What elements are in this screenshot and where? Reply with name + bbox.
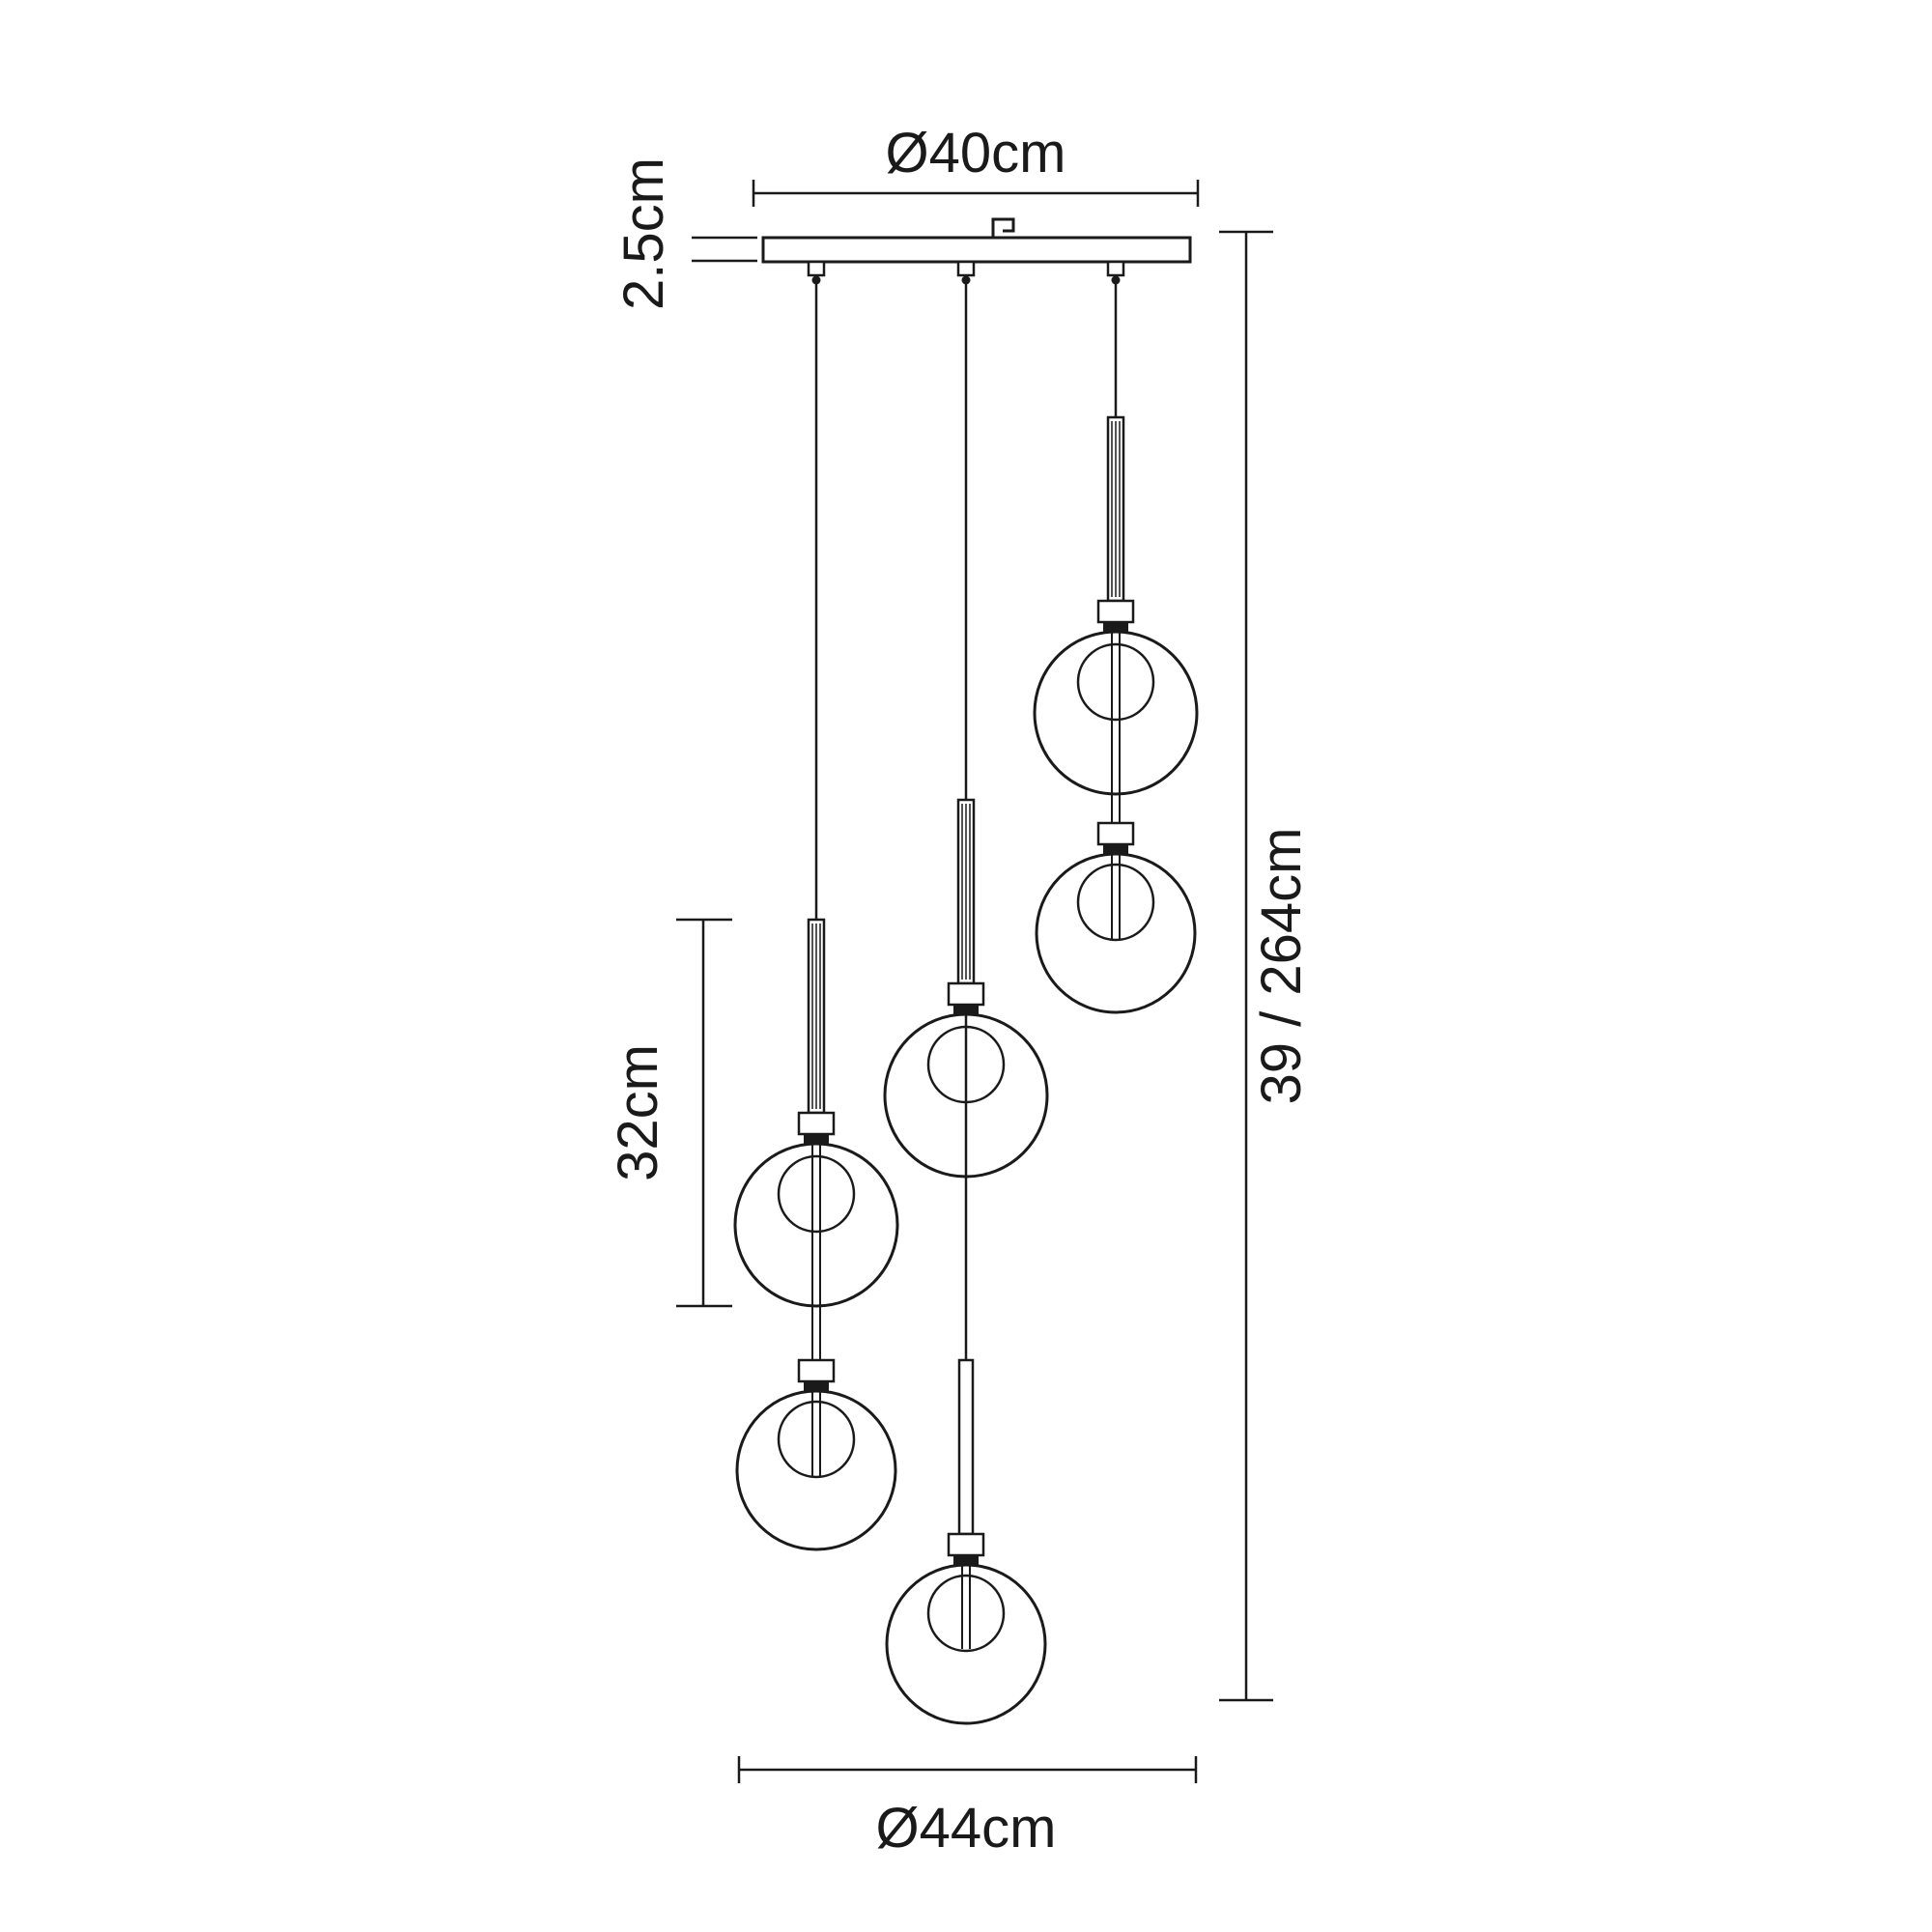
collar-body	[947, 1532, 985, 1557]
bulb-upper	[926, 1025, 1006, 1104]
bulb-lower	[777, 1400, 856, 1479]
collar-upper	[797, 1111, 836, 1145]
collar-band	[953, 1555, 979, 1566]
dim-shade-assembly: 32cm	[607, 918, 732, 1308]
glass-globe-upper	[883, 1012, 1049, 1179]
glass-globe-lower	[735, 1389, 897, 1551]
collar-band	[953, 1005, 979, 1015]
glass-globe-lower	[1035, 852, 1197, 1014]
collar-upper	[1096, 599, 1135, 633]
glass-globe-upper	[733, 1142, 899, 1308]
ribbed-rod	[807, 918, 826, 1115]
dim-canopy-diameter-label: Ø40cm	[886, 122, 1066, 185]
pendant-right	[1033, 275, 1199, 1014]
drawing-root: Ø40cm 2.5cm	[607, 122, 1313, 1860]
collar-lower	[947, 1532, 985, 1566]
dim-shade-assembly-label: 32cm	[607, 1044, 669, 1181]
bulb-upper	[777, 1154, 856, 1234]
glass-globe-upper	[1033, 630, 1199, 796]
collar-lower	[797, 1358, 836, 1392]
collar-lower	[1096, 821, 1135, 855]
plain-rod	[957, 1358, 975, 1536]
pendant-left	[733, 275, 899, 1551]
grip-body	[956, 260, 976, 277]
ribbed-rod	[956, 798, 976, 985]
grip-body	[807, 260, 826, 277]
collar-band	[1103, 622, 1128, 633]
cable-grip-middle	[956, 260, 976, 285]
dim-canopy-diameter: Ø40cm	[752, 122, 1200, 207]
dim-canopy-height: 2.5cm	[612, 157, 757, 310]
bulb-lower	[926, 1574, 1006, 1653]
dim-overall-diameter: Ø44cm	[737, 1756, 1198, 1860]
grip-body	[1106, 260, 1125, 277]
collar-body	[1096, 599, 1135, 624]
collar-band	[804, 1134, 829, 1145]
collar-band	[1103, 844, 1128, 855]
pendant-middle	[883, 275, 1049, 1725]
collar-body	[947, 981, 985, 1007]
dim-overall-diameter-label: Ø44cm	[876, 1797, 1057, 1860]
collar-body	[797, 1111, 836, 1136]
mounting-hook-icon	[991, 217, 1015, 238]
dim-drop-height-label: 39 / 264cm	[1250, 828, 1313, 1105]
ribbed-rod	[1106, 415, 1125, 603]
dim-drop-height: 39 / 264cm	[1219, 230, 1313, 1702]
collar-band	[804, 1381, 829, 1392]
dim-canopy-height-label: 2.5cm	[612, 157, 675, 310]
canopy-plate	[761, 236, 1192, 264]
collar-body	[797, 1358, 836, 1383]
collar-body	[1096, 821, 1135, 846]
collar-upper	[947, 981, 985, 1015]
glass-globe-lower	[885, 1563, 1047, 1725]
bulb-upper	[1076, 642, 1155, 722]
bulb-lower	[1076, 863, 1155, 942]
canopy	[761, 217, 1192, 285]
